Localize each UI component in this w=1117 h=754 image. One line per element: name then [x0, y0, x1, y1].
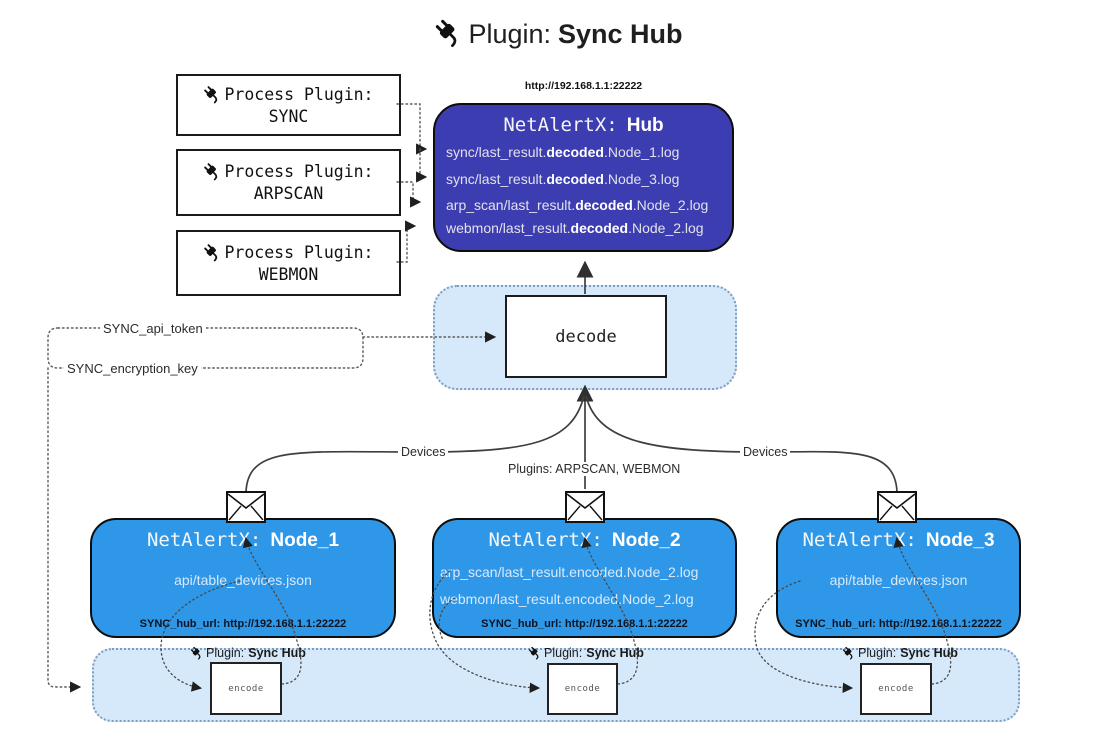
node-file-line: arp_scan/last_result.encoded.Node_2.log	[440, 564, 699, 580]
node-file-line: api/table_devices.json	[174, 572, 312, 588]
encode-box-3: encode	[860, 663, 932, 715]
node-title: Node_1	[270, 530, 340, 551]
process-plugin-box-arpscan: Process Plugin: ARPSCAN	[176, 149, 401, 216]
process-plugin-name: SYNC	[268, 106, 309, 126]
hub-log-line: sync/last_result.decoded.Node_1.log	[446, 144, 680, 160]
process-plugin-box-sync: Process Plugin: SYNC	[176, 74, 401, 136]
decode-box: decode	[505, 295, 667, 378]
plug-icon	[203, 243, 222, 262]
node-3-box: NetAlertX:Node_3 api/table_devices.json …	[776, 518, 1021, 638]
plug-icon	[434, 18, 464, 48]
hub-log-line: webmon/last_result.decoded.Node_2.log	[446, 220, 704, 236]
plug-icon	[190, 646, 204, 660]
devices-left-label: Devices	[398, 445, 449, 459]
devices-right-label: Devices	[740, 445, 791, 459]
title-bold: Sync Hub	[558, 19, 683, 49]
sync-api-token-label: SYNC_api_token	[100, 321, 206, 336]
hub-title-prefix: NetAlertX:	[503, 114, 618, 136]
plugins-center-label: Plugins: ARPSCAN, WEBMON	[505, 462, 684, 476]
process-plugin-label: Process Plugin:	[224, 84, 374, 104]
plug-icon	[842, 646, 856, 660]
node-title-prefix: NetAlertX:	[146, 529, 262, 551]
node-title: Node_3	[925, 530, 995, 551]
node-1-box: NetAlertX:Node_1 api/table_devices.json …	[90, 518, 396, 638]
node-hub-url: SYNC_hub_url: http://192.168.1.1:22222	[481, 618, 688, 630]
node-2-box: NetAlertX: Node_2 arp_scan/last_result.en…	[432, 518, 737, 638]
node-title: Node_2	[611, 530, 681, 551]
sync-encryption-key-label: SYNC_encryption_key	[64, 361, 201, 376]
process-plugin-name: WEBMON	[258, 264, 319, 284]
encode-box-2: encode	[547, 663, 618, 715]
process-plugin-label: Process Plugin:	[224, 242, 374, 262]
process-plugin-box-webmon: Process Plugin: WEBMON	[176, 230, 401, 296]
title-prefix: Plugin:	[468, 19, 552, 49]
process-plugin-connectors	[396, 103, 428, 263]
hub-box: NetAlertX: Hub sync/last_result.decoded.N…	[433, 103, 734, 252]
node-title-prefix: NetAlertX:	[802, 529, 917, 551]
encoder-label-3: Plugin:Sync Hub	[842, 646, 958, 660]
process-plugin-name: ARPSCAN	[253, 184, 324, 203]
node-file-line: webmon/last_result.encoded.Node_2.log	[440, 591, 694, 607]
encoder-label-1: Plugin:Sync Hub	[190, 646, 306, 660]
hub-title: Hub	[626, 115, 664, 136]
plug-icon	[203, 162, 222, 181]
node-file-line: api/table_devices.json	[829, 572, 968, 588]
node-hub-url: SYNC_hub_url: http://192.168.1.1:22222	[795, 618, 1002, 630]
hub-log-line: arp_scan/last_result.decoded.Node_2.log	[446, 197, 709, 213]
node-hub-url: SYNC_hub_url: http://192.168.1.1:22222	[139, 618, 347, 630]
encode-box-1: encode	[210, 662, 282, 715]
page-title: Plugin:Sync Hub	[0, 18, 1117, 50]
encoder-label-2: Plugin:Sync Hub	[528, 646, 644, 660]
plug-icon	[528, 646, 542, 660]
plug-icon	[203, 85, 222, 104]
process-plugin-label: Process Plugin:	[224, 162, 374, 181]
hub-url-label: http://192.168.1.1:22222	[524, 80, 643, 92]
node-title-prefix: NetAlertX:	[488, 529, 603, 551]
hub-log-line: sync/last_result.decoded.Node_3.log	[446, 171, 680, 187]
